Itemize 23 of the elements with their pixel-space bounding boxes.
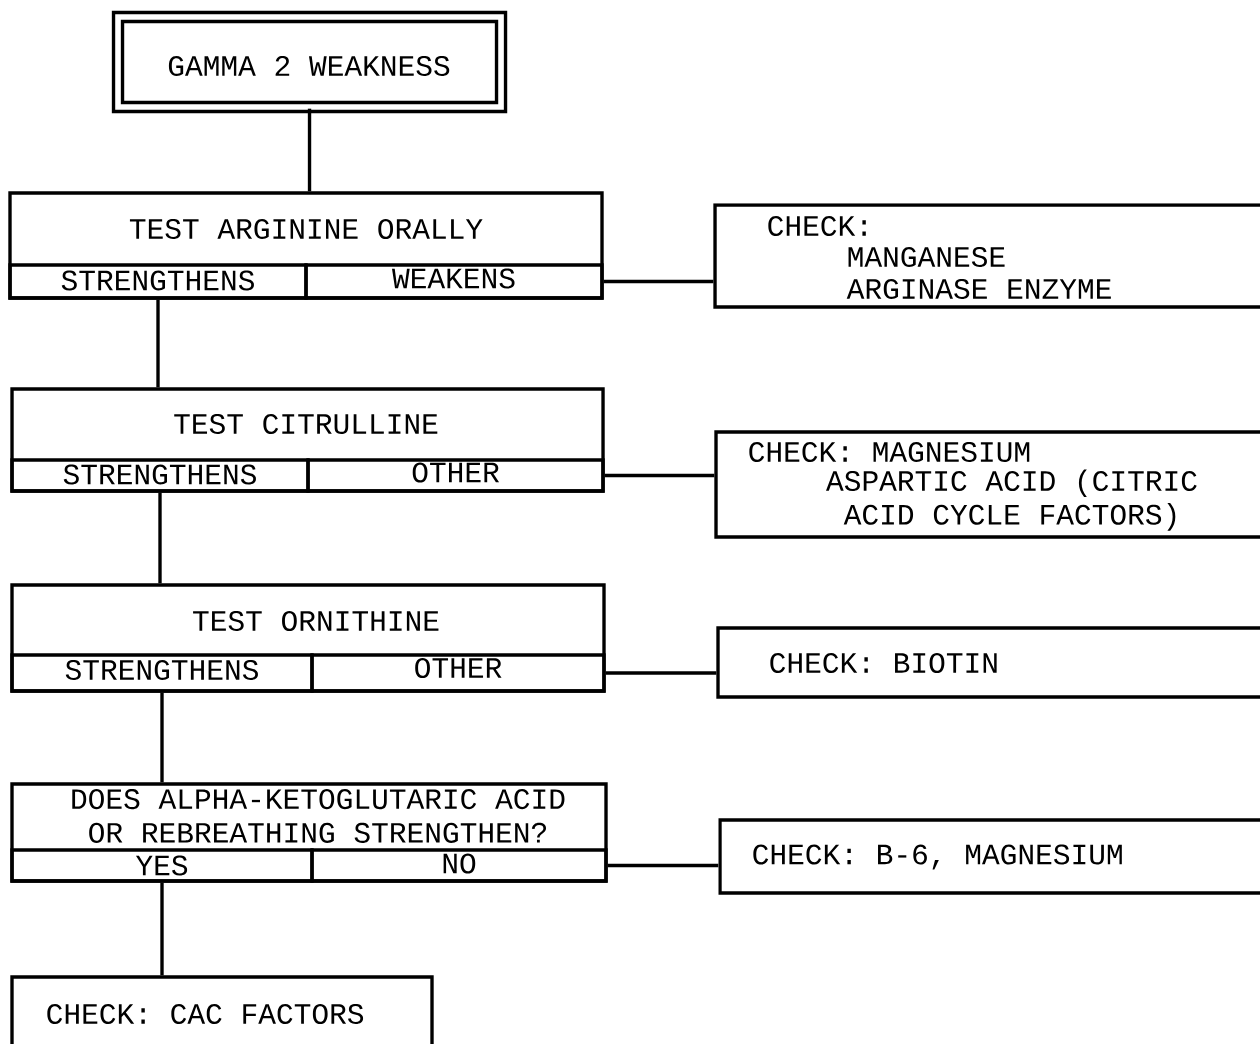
answer-cell: WEAKENS: [304, 263, 604, 300]
connector-line: [160, 692, 164, 783]
answer-cell: OTHER: [306, 458, 605, 493]
connector-line: [607, 863, 719, 868]
answer-cell: NO: [310, 848, 608, 883]
start-box: GAMMA 2 WEAKNESS: [111, 10, 508, 114]
answer-cell: OTHER: [310, 653, 606, 693]
answer-cell: YES: [10, 848, 314, 883]
connector-line: [160, 882, 164, 976]
check-box: CHECK: CAC FACTORS: [10, 975, 434, 1044]
check-box: CHECK: MAGNESIUM ASPARTIC ACID (CITRIC ACID CYCLE FACTORS): [714, 430, 1260, 539]
connector-line: [156, 299, 160, 388]
answer-cell: STRENGTHENS: [10, 653, 314, 693]
connector-line: [603, 279, 714, 284]
check-box: CHECK: BIOTIN: [716, 626, 1260, 699]
connector-line: [604, 473, 715, 478]
answer-cell: STRENGTHENS: [8, 263, 308, 300]
connector-line: [307, 108, 312, 192]
connector-line: [605, 671, 717, 675]
check-box: CHECK: MANGANESE ARGINASE ENZYME: [713, 203, 1260, 309]
answer-cell: STRENGTHENS: [10, 458, 310, 493]
connector-line: [158, 492, 162, 584]
check-box: CHECK: B-6, MAGNESIUM: [718, 818, 1260, 895]
